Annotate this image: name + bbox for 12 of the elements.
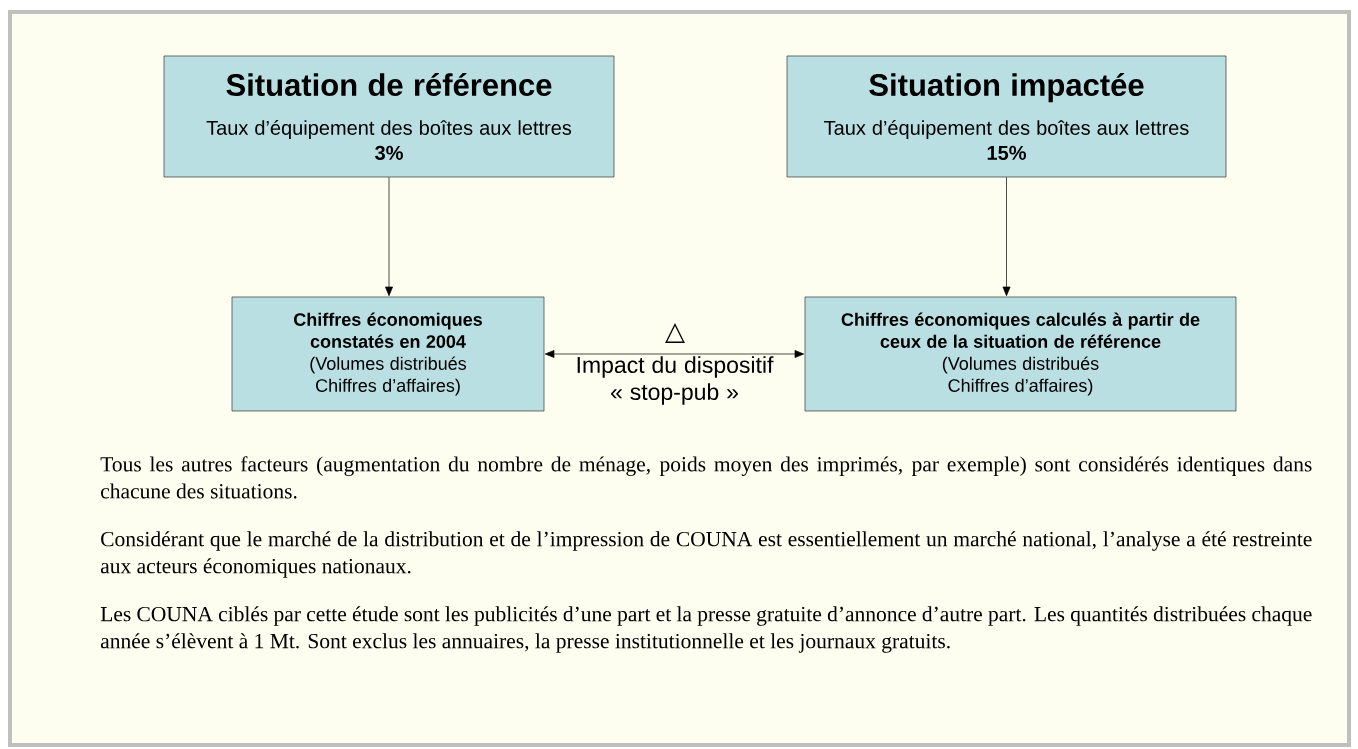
text-box: Chiffres économiques calculés à partir de ceux de la situation de référence (Volumes distribués Chiffres d’affaires) xyxy=(804,296,1237,412)
text-box: Chiffres économiques constatés en 2004 (Volumes distribués Chiffres d’affaires) xyxy=(231,296,545,412)
arrow xyxy=(385,177,393,297)
arrow xyxy=(544,350,805,358)
delta-symbol: △ xyxy=(665,323,685,343)
paragraph: Les COUNA ciblés par cette étude sont les publicités d’une part et la presse gratuite d’annonce d’autre part. Les quantités distribuées chaque année s’élèvent à 1 Mt. Sont exclus les annuaires, la presse institutionnelle et les journaux gratuits. xyxy=(100,606,1312,653)
text-box: Situation de référence Taux d’équipement des boîtes aux lettres 3% xyxy=(163,55,615,178)
arrow xyxy=(1002,177,1011,297)
text-box: Situation impactée Taux d’équipement des boîtes aux lettres 15% xyxy=(786,55,1227,178)
paragraph: Considérant que le marché de la distribution et de l’impression de COUNA est essentiellement un marché national, l’analyse a été restreinte aux acteurs économiques nationaux. xyxy=(100,531,1312,578)
edge-label: Impact du dispositif « stop-pub » xyxy=(577,356,774,405)
paragraph: Tous les autres facteurs (augmentation du nombre de ménage, poids moyen des imprimés, par exemple) sont considérés identiques dans chacune des situations. xyxy=(100,456,1312,499)
